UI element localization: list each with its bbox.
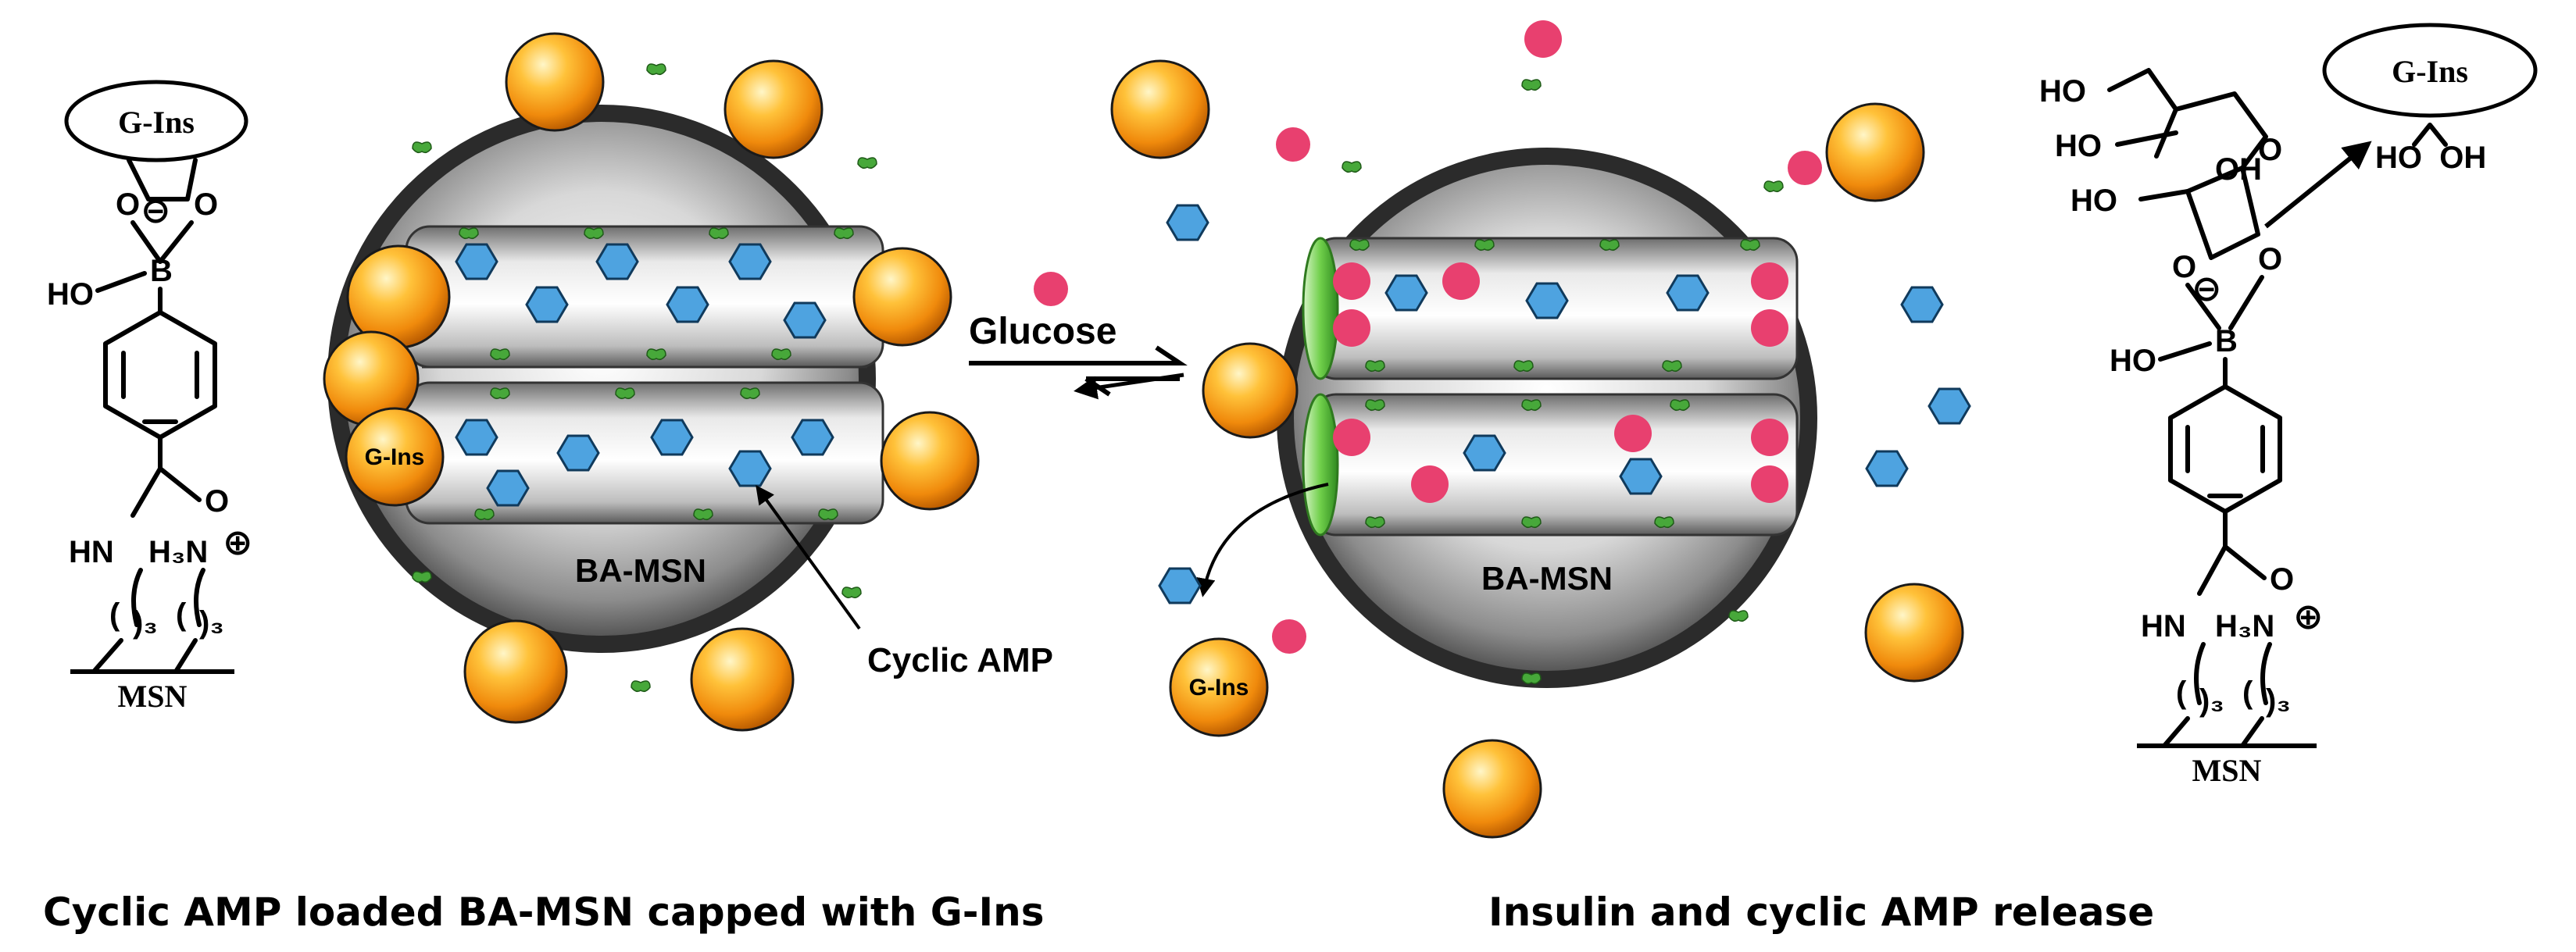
right-carbonyl-o: O: [2270, 562, 2294, 597]
right-glucose-bound: [1333, 262, 1788, 503]
ring-oxygen-top: O: [2258, 133, 2282, 167]
right-ball-label: G-Ins: [1189, 675, 1249, 701]
right-open-end-bottom: [1302, 393, 1339, 537]
amide-nh: HN: [69, 535, 114, 569]
released-species: G-Ins: [1158, 20, 1971, 839]
chain-paren-2: (: [176, 597, 187, 632]
right-boron: B: [2215, 324, 2238, 358]
boronate-o-left: O: [2172, 250, 2196, 284]
right-boronate-minus: ⊖: [2192, 268, 2222, 308]
right-ammonium: H₃N: [2215, 609, 2274, 644]
carbonyl-oxygen: O: [205, 484, 229, 519]
right-chain-sub-1: )₃: [2199, 683, 2224, 718]
left-msn-support: MSN: [118, 679, 188, 714]
right-chain-sub-2: )₃: [2266, 683, 2291, 718]
caption-left: Cyclic AMP loaded BA-MSN capped with G-I…: [43, 890, 1045, 935]
sugar-ho-3: HO: [2070, 184, 2117, 218]
right-amide-nh: HN: [2141, 609, 2186, 644]
ammonium-label: H₃N: [148, 535, 208, 569]
right-nanoparticle: BA-MSN: [1196, 79, 1817, 688]
boron-label: B: [150, 254, 173, 288]
right-msn-support: MSN: [2192, 753, 2262, 788]
ring-oxygen-left: O: [116, 187, 140, 222]
stimulus-glucose: Glucose: [969, 59, 1210, 400]
ring-oxygen-right: O: [194, 187, 218, 222]
boronate-minus: ⊖: [141, 190, 171, 230]
chain-sub-1: )₃: [133, 605, 158, 640]
left-g-ins-oval: [64, 80, 248, 162]
forward-arrow: [969, 345, 1188, 365]
left-g-ins-gates: [323, 32, 980, 732]
hydroxyl-label: HO: [47, 277, 94, 312]
cyclic-amp-label: Cyclic AMP: [867, 641, 1053, 679]
boronate-o-right: O: [2258, 242, 2282, 276]
right-hydroxyl: HO: [2110, 344, 2156, 378]
left-nanoparticle-label: BA-MSN: [575, 552, 706, 589]
caption-right: Insulin and cyclic AMP release: [1488, 890, 2154, 935]
right-chain-paren-2: (: [2242, 676, 2253, 710]
released-diol: HO OH: [2375, 141, 2486, 175]
sugar-ho-2: HO: [2055, 129, 2102, 163]
chain-sub-2: )₃: [199, 605, 224, 640]
sugar-ho-1: HO: [2039, 74, 2086, 109]
right-ammonium-plus: ⊕: [2293, 596, 2324, 636]
left-linker-structure: G-Ins O O ⊖ HO B O HN H₃N ⊕ ( )₃ ( )₃ MS…: [47, 80, 253, 714]
ammonium-plus: ⊕: [223, 522, 253, 562]
left-nanoparticle: G-Ins BA-MSN Cyclic AMP: [323, 32, 1053, 732]
right-glucose-bound-structure: HO HO HO OH O O O ⊖ HO B O HN H₃N ⊕ ( )₃…: [2039, 23, 2538, 788]
right-open-end-top: [1302, 237, 1339, 380]
release-arrow: [1196, 483, 1329, 597]
right-g-ins-label: G-Ins: [2392, 54, 2468, 89]
right-nanoparticle-label: BA-MSN: [1481, 560, 1613, 597]
left-g-ins-label: G-Ins: [118, 105, 195, 140]
right-g-ins-oval: [2322, 23, 2538, 118]
right-pore-bottom: [1311, 393, 1799, 537]
glucose-label: Glucose: [969, 311, 1117, 352]
left-ball-label: G-Ins: [365, 444, 425, 470]
right-chain-paren-1: (: [2176, 676, 2187, 710]
chain-paren-1: (: [109, 597, 120, 632]
